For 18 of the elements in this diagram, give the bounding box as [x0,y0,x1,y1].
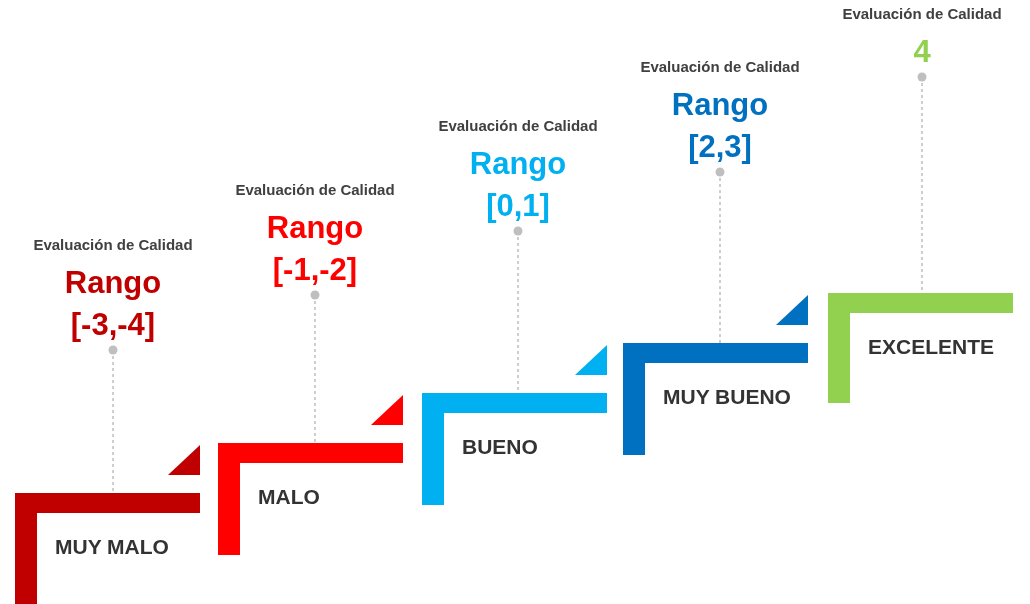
caption-text: Evaluación de Calidad [438,117,598,134]
caption-text: Evaluación de Calidad [33,236,193,253]
caption-text: Evaluación de Calidad [235,181,395,198]
step-label: EXCELENTE [868,335,995,359]
range-value: Rango [-1,-2] [266,209,364,289]
leader-line [108,345,118,494]
caption-text: Evaluación de Calidad [640,58,800,75]
range-value: Rango [2,3] [671,86,769,166]
step-label: BUENO [462,435,538,459]
step-label: MALO [258,485,320,509]
range-value: Rango [0,1] [469,145,567,225]
caption-text: Evaluación de Calidad [842,5,1002,22]
step-label: MUY MALO [55,535,169,559]
leader-line [310,290,320,444]
step-label: MUY BUENO [663,385,791,409]
leader-line [715,167,725,344]
range-value: 4 [913,33,931,71]
range-value: Rango [-3,-4] [64,264,162,344]
